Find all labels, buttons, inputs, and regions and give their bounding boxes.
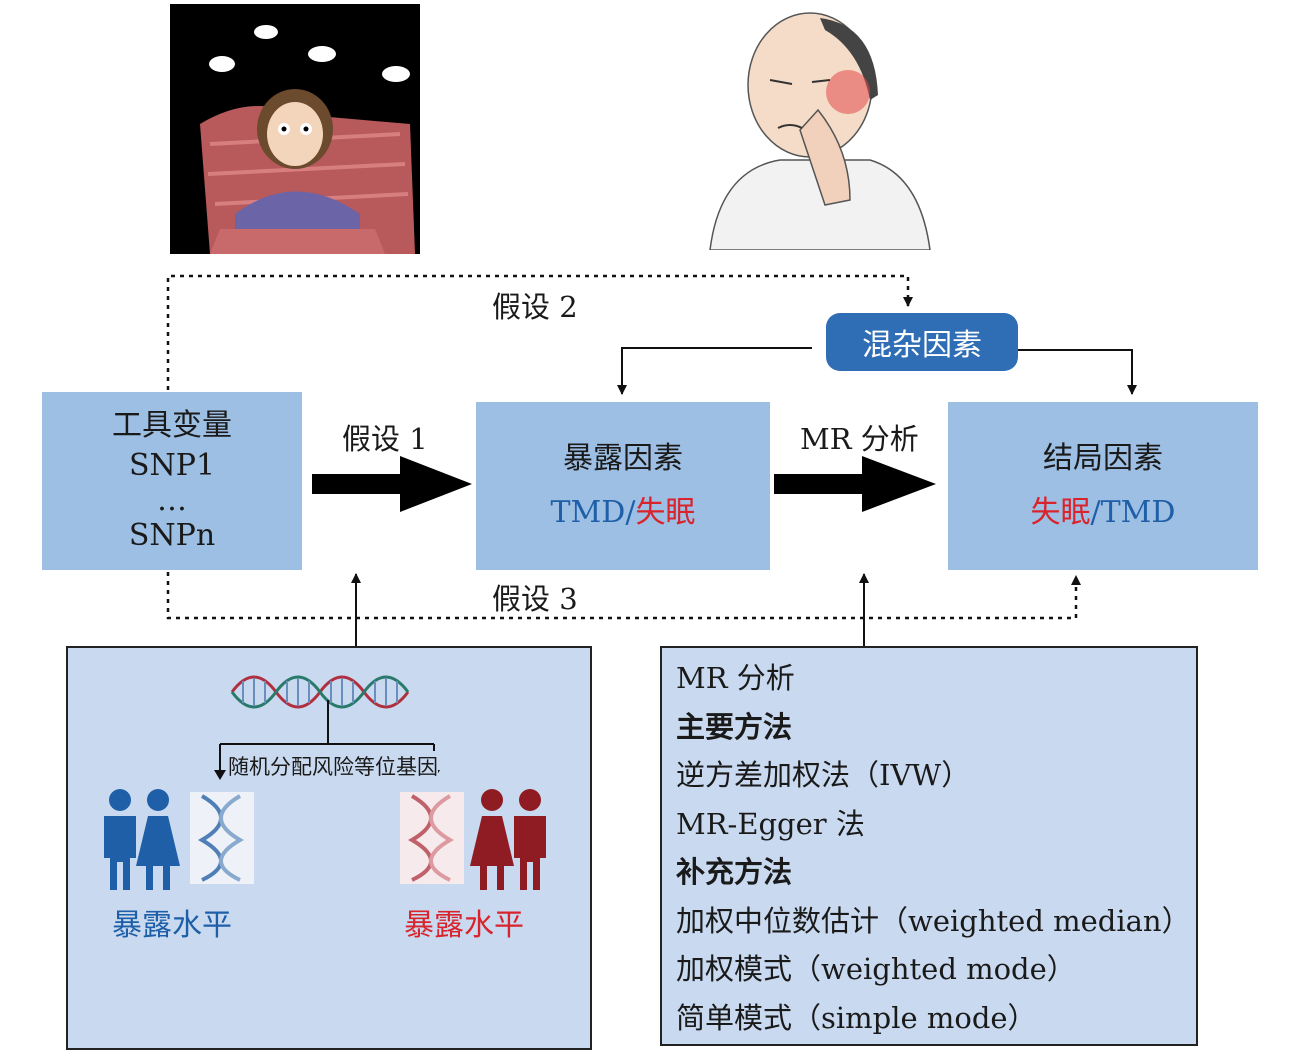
- mr-arrow-label: MR 分析: [800, 422, 919, 456]
- confounder-to-exposure-arrow: [617, 347, 812, 395]
- instrument-variable-box: 工具变量 SNP1 … SNPn: [42, 392, 302, 570]
- assumption3-dotted-path: [166, 572, 1081, 620]
- assumption2-label: 假设 2: [492, 290, 578, 324]
- exposure-subtitle: TMD/失眠: [551, 493, 696, 533]
- randomization-graphic: [104, 675, 546, 890]
- instrument-snp1: SNP1: [128, 448, 216, 483]
- mr-methods-list: MR 分析主要方法逆方差加权法（IVW） MR-Egger 法补充方法加权中位数估…: [676, 654, 1196, 1042]
- mr-method-line: 补充方法: [676, 855, 793, 889]
- exposure-title: 暴露因素: [563, 441, 683, 476]
- blue-dna-icon: [190, 792, 254, 884]
- confounder-node: 混杂因素: [826, 313, 1018, 371]
- mr-method-line: MR 分析: [676, 661, 795, 695]
- outcome-box: 结局因素 失眠/TMD: [948, 402, 1258, 570]
- exposure-sep: /: [625, 495, 636, 530]
- assumption1-label: 假设 1: [342, 422, 428, 456]
- dna-strand-icon: [230, 675, 410, 709]
- assumption3-label: 假设 3: [492, 582, 578, 616]
- exposure-tmd: TMD: [550, 495, 626, 530]
- outcome-subtitle: 失眠/TMD: [1031, 493, 1176, 533]
- confounder-to-outcome-arrow: [1018, 349, 1137, 395]
- insomnia-illustration: [170, 4, 420, 254]
- mr-method-line: 加权模式（weighted mode）: [676, 952, 1076, 986]
- assumption2-dotted-path: [166, 274, 913, 390]
- mr-method-line: 逆方差加权法（IVW）: [676, 758, 971, 792]
- tmd-pain-illustration: [700, 0, 940, 250]
- mr-method-line: 简单模式（simple mode）: [676, 1000, 1037, 1035]
- mr-methods-panel: MR 分析主要方法逆方差加权法（IVW） MR-Egger 法补充方法加权中位数估…: [660, 646, 1198, 1046]
- instrument-ellipsis: …: [157, 483, 187, 518]
- assumption1-big-arrow: [312, 456, 472, 512]
- mr-method-line: 加权中位数估计（weighted median）: [676, 903, 1191, 938]
- red-dna-icon: [400, 792, 464, 884]
- exposure-box: 暴露因素 TMD/失眠: [476, 402, 770, 570]
- instrument-snpn: SNPn: [128, 518, 216, 553]
- outcome-insomnia: 失眠: [1030, 495, 1091, 530]
- exposure-level-left: 暴露水平: [112, 908, 232, 943]
- exposure-level-right: 暴露水平: [404, 908, 524, 943]
- mr-method-line: 主要方法: [676, 709, 793, 744]
- outcome-sep: /: [1090, 495, 1101, 530]
- mr-big-arrow: [774, 456, 936, 512]
- exposure-insomnia: 失眠: [635, 495, 696, 530]
- blue-people-icon: [104, 789, 180, 890]
- randomization-panel: 随机分配风险等位基因 暴露水平 暴露水平: [66, 646, 592, 1050]
- outcome-title: 结局因素: [1043, 441, 1163, 476]
- allocation-label: 随机分配风险等位基因: [228, 751, 438, 781]
- mr-method-line: MR-Egger 法: [676, 806, 865, 841]
- red-people-icon: [470, 789, 546, 890]
- outcome-tmd: TMD: [1100, 495, 1176, 530]
- instrument-title: 工具变量: [112, 408, 232, 443]
